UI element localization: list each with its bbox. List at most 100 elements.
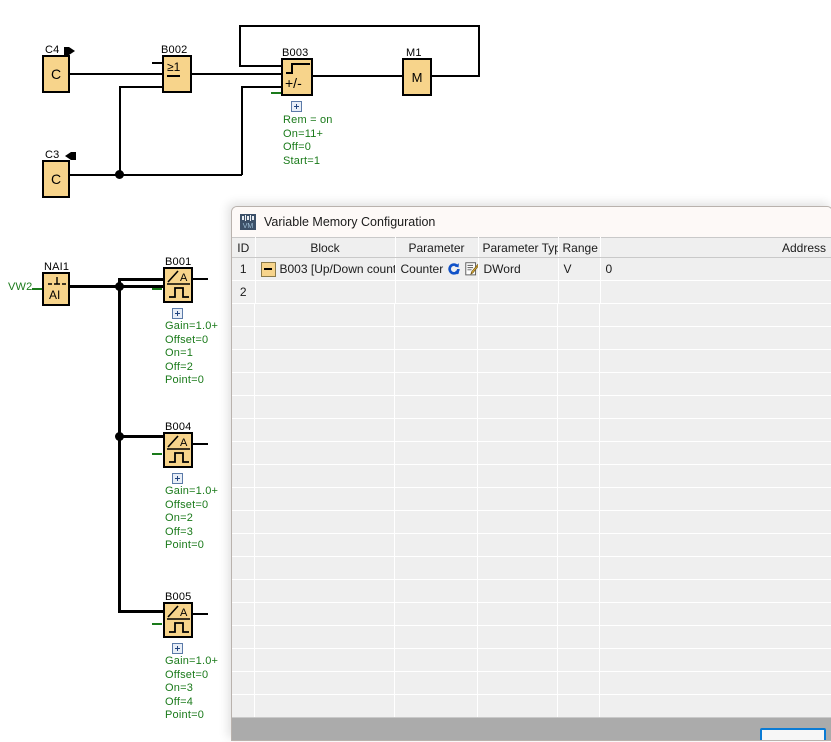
table-empty-cell[interactable] [255, 373, 395, 395]
table-empty-row[interactable] [232, 304, 831, 327]
table-empty-cell[interactable] [255, 442, 395, 464]
b004-expand-toggle[interactable] [172, 473, 183, 484]
table-empty-cell[interactable] [255, 695, 395, 717]
table-empty-cell[interactable] [478, 580, 558, 602]
table-empty-cell[interactable] [255, 580, 395, 602]
table-row[interactable]: 1 B003 [Up/Down counter] Counter [232, 258, 831, 281]
table-empty-cell[interactable] [255, 465, 395, 487]
table-empty-cell[interactable] [395, 557, 478, 579]
cell-address[interactable] [600, 281, 831, 304]
table-empty-cell[interactable] [478, 557, 558, 579]
table-empty-cell[interactable] [478, 373, 558, 395]
table-empty-cell[interactable] [600, 442, 831, 464]
table-empty-cell[interactable] [232, 557, 255, 579]
table-empty-cell[interactable] [395, 350, 478, 372]
block-b005[interactable]: A [163, 602, 193, 638]
table-empty-cell[interactable] [558, 373, 600, 395]
table-empty-cell[interactable] [255, 396, 395, 418]
table-empty-cell[interactable] [558, 557, 600, 579]
table-empty-cell[interactable] [558, 649, 600, 671]
table-empty-cell[interactable] [600, 511, 831, 533]
block-b001[interactable]: A [163, 267, 193, 303]
table-empty-cell[interactable] [600, 695, 831, 717]
column-header-range[interactable]: Range [558, 238, 600, 258]
b001-expand-toggle[interactable] [172, 308, 183, 319]
table-empty-cell[interactable] [478, 695, 558, 717]
cell-parameter[interactable] [395, 281, 478, 304]
table-empty-cell[interactable] [395, 534, 478, 556]
table-empty-cell[interactable] [395, 626, 478, 648]
block-b003[interactable]: +/- [281, 58, 313, 96]
table-empty-cell[interactable] [558, 603, 600, 625]
table-empty-cell[interactable] [255, 626, 395, 648]
table-empty-cell[interactable] [558, 327, 600, 349]
cell-block[interactable] [255, 281, 395, 304]
table-empty-cell[interactable] [600, 580, 831, 602]
table-empty-row[interactable] [232, 442, 831, 465]
table-empty-cell[interactable] [255, 649, 395, 671]
table-empty-cell[interactable] [478, 327, 558, 349]
table-empty-cell[interactable] [232, 695, 255, 717]
table-empty-cell[interactable] [600, 304, 831, 326]
table-empty-row[interactable] [232, 695, 831, 718]
block-c4[interactable]: C [42, 55, 70, 93]
table-empty-cell[interactable] [395, 373, 478, 395]
table-empty-cell[interactable] [255, 557, 395, 579]
table-empty-cell[interactable] [600, 350, 831, 372]
cell-range[interactable] [558, 281, 600, 304]
table-empty-row[interactable] [232, 603, 831, 626]
b005-expand-toggle[interactable] [172, 643, 183, 654]
table-empty-cell[interactable] [478, 511, 558, 533]
table-empty-cell[interactable] [558, 419, 600, 441]
table-empty-cell[interactable] [255, 304, 395, 326]
table-empty-rows[interactable] [232, 304, 831, 741]
table-empty-cell[interactable] [232, 626, 255, 648]
table-empty-cell[interactable] [478, 350, 558, 372]
table-empty-cell[interactable] [478, 488, 558, 510]
table-empty-cell[interactable] [558, 672, 600, 694]
table-empty-row[interactable] [232, 626, 831, 649]
table-empty-cell[interactable] [558, 442, 600, 464]
table-empty-cell[interactable] [600, 557, 831, 579]
column-header-address[interactable]: Address [600, 238, 831, 258]
table-empty-cell[interactable] [232, 603, 255, 625]
table-empty-row[interactable] [232, 350, 831, 373]
table-empty-cell[interactable] [232, 511, 255, 533]
table-empty-cell[interactable] [232, 442, 255, 464]
cell-parameter[interactable]: Counter [395, 258, 478, 281]
ok-button[interactable] [760, 728, 826, 741]
table-empty-cell[interactable] [255, 350, 395, 372]
table-empty-cell[interactable] [395, 327, 478, 349]
table-empty-cell[interactable] [395, 465, 478, 487]
variable-memory-table[interactable]: ID Block Parameter Parameter Type Range … [232, 237, 831, 304]
table-empty-row[interactable] [232, 488, 831, 511]
table-empty-cell[interactable] [600, 672, 831, 694]
b003-expand-toggle[interactable] [291, 101, 302, 112]
table-empty-cell[interactable] [600, 419, 831, 441]
table-empty-cell[interactable] [232, 488, 255, 510]
table-empty-cell[interactable] [600, 534, 831, 556]
column-header-block[interactable]: Block [255, 238, 395, 258]
table-empty-cell[interactable] [232, 465, 255, 487]
table-empty-cell[interactable] [478, 603, 558, 625]
table-empty-cell[interactable] [478, 626, 558, 648]
table-empty-cell[interactable] [600, 649, 831, 671]
block-b004[interactable]: A [163, 432, 193, 468]
table-empty-cell[interactable] [558, 580, 600, 602]
table-empty-cell[interactable] [478, 442, 558, 464]
table-empty-cell[interactable] [232, 373, 255, 395]
table-empty-cell[interactable] [232, 649, 255, 671]
table-empty-cell[interactable] [478, 672, 558, 694]
table-empty-row[interactable] [232, 534, 831, 557]
table-empty-cell[interactable] [558, 350, 600, 372]
table-empty-cell[interactable] [232, 672, 255, 694]
table-empty-cell[interactable] [255, 534, 395, 556]
block-nai1[interactable]: AI [42, 272, 70, 306]
table-empty-cell[interactable] [395, 695, 478, 717]
dialog-titlebar[interactable]: VM Variable Memory Configuration [232, 207, 831, 237]
block-b002[interactable]: ≥1 [162, 55, 192, 93]
table-empty-cell[interactable] [232, 580, 255, 602]
table-empty-cell[interactable] [558, 695, 600, 717]
cell-block[interactable]: B003 [Up/Down counter] [255, 258, 395, 281]
block-c3[interactable]: C [42, 160, 70, 198]
